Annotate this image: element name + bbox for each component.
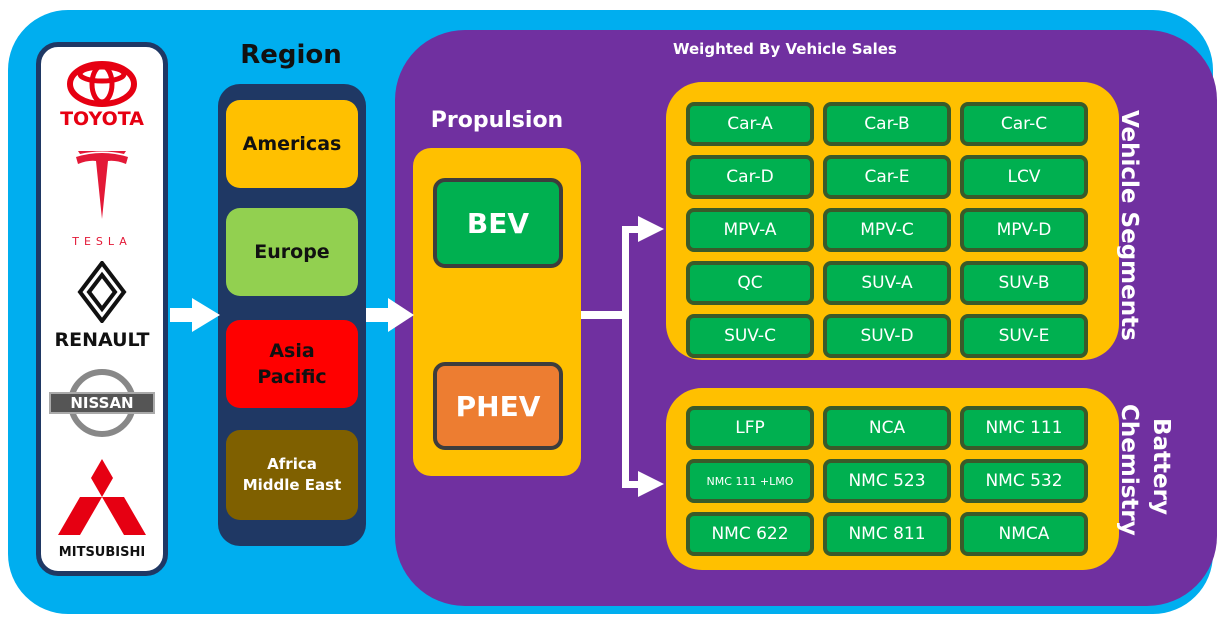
brand-tesla: TESLA (41, 148, 163, 248)
battery-chemistry-cell: NMC 523 (823, 459, 951, 503)
propulsion-title: Propulsion (430, 108, 564, 133)
nissan-logo-icon (49, 369, 155, 437)
region-africa-middle-east: Africa Middle East (226, 430, 358, 520)
vehicle-segment-cell: Car-B (823, 102, 951, 146)
brand-name: TOYOTA (60, 108, 144, 130)
battery-chemistry-cell: LFP (686, 406, 814, 450)
region-panel: Americas Europe Asia Pacific Africa Midd… (218, 84, 366, 546)
brand-name: TESLA (72, 235, 132, 248)
brands-panel: TOYOTA TESLA RENAULT NISSAN (36, 42, 168, 576)
brand-toyota: TOYOTA (41, 61, 163, 130)
battery-chemistry-cell: NMCA (960, 512, 1088, 556)
vehicle-segment-cell: Car-D (686, 155, 814, 199)
vehicle-segment-cell: Car-A (686, 102, 814, 146)
vehicle-segment-cell: SUV-D (823, 314, 951, 358)
region-americas: Americas (226, 100, 358, 188)
brand-name: RENAULT (54, 329, 150, 351)
propulsion-bev: BEV (433, 178, 563, 268)
battery-chemistry-cell: NMC 622 (686, 512, 814, 556)
weighted-label: Weighted By Vehicle Sales (673, 40, 897, 58)
vehicle-segment-cell: LCV (960, 155, 1088, 199)
battery-chemistry-cell: NCA (823, 406, 951, 450)
mitsubishi-logo-icon (58, 459, 146, 535)
brand-name: NISSAN (70, 394, 134, 412)
vehicle-segment-cell: SUV-E (960, 314, 1088, 358)
battery-chemistry-cell: NMC 111 +LMO (686, 459, 814, 503)
vehicle-segment-cell: SUV-B (960, 261, 1088, 305)
vehicle-segment-cell: QC (686, 261, 814, 305)
brand-renault: RENAULT (41, 259, 163, 351)
vehicle-segment-cell: MPV-C (823, 208, 951, 252)
vehicle-segment-cell: MPV-D (960, 208, 1088, 252)
brand-nissan: NISSAN (41, 369, 163, 437)
brand-name: MITSUBISHI (58, 545, 146, 560)
tesla-logo-icon (76, 148, 128, 219)
battery-chemistry-title-line2: Chemistry (1116, 404, 1142, 536)
vehicle-segments-title: Vehicle Segments (1116, 110, 1142, 341)
battery-chemistry-title-line1: Battery (1148, 418, 1174, 515)
battery-chemistry-cell: NMC 111 (960, 406, 1088, 450)
vehicle-segment-cell: MPV-A (686, 208, 814, 252)
region-europe: Europe (226, 208, 358, 296)
region-title: Region (240, 40, 342, 70)
propulsion-phev: PHEV (433, 362, 563, 450)
brand-mitsubishi: MITSUBISHI (41, 457, 163, 560)
battery-chemistry-cell: NMC 532 (960, 459, 1088, 503)
renault-logo-icon (77, 259, 127, 325)
battery-chemistry-cell: NMC 811 (823, 512, 951, 556)
vehicle-segment-cell: Car-C (960, 102, 1088, 146)
vehicle-segment-cell: SUV-A (823, 261, 951, 305)
region-asia-pacific: Asia Pacific (226, 320, 358, 408)
toyota-logo-icon (67, 61, 137, 107)
vehicle-segment-cell: Car-E (823, 155, 951, 199)
vehicle-segment-cell: SUV-C (686, 314, 814, 358)
